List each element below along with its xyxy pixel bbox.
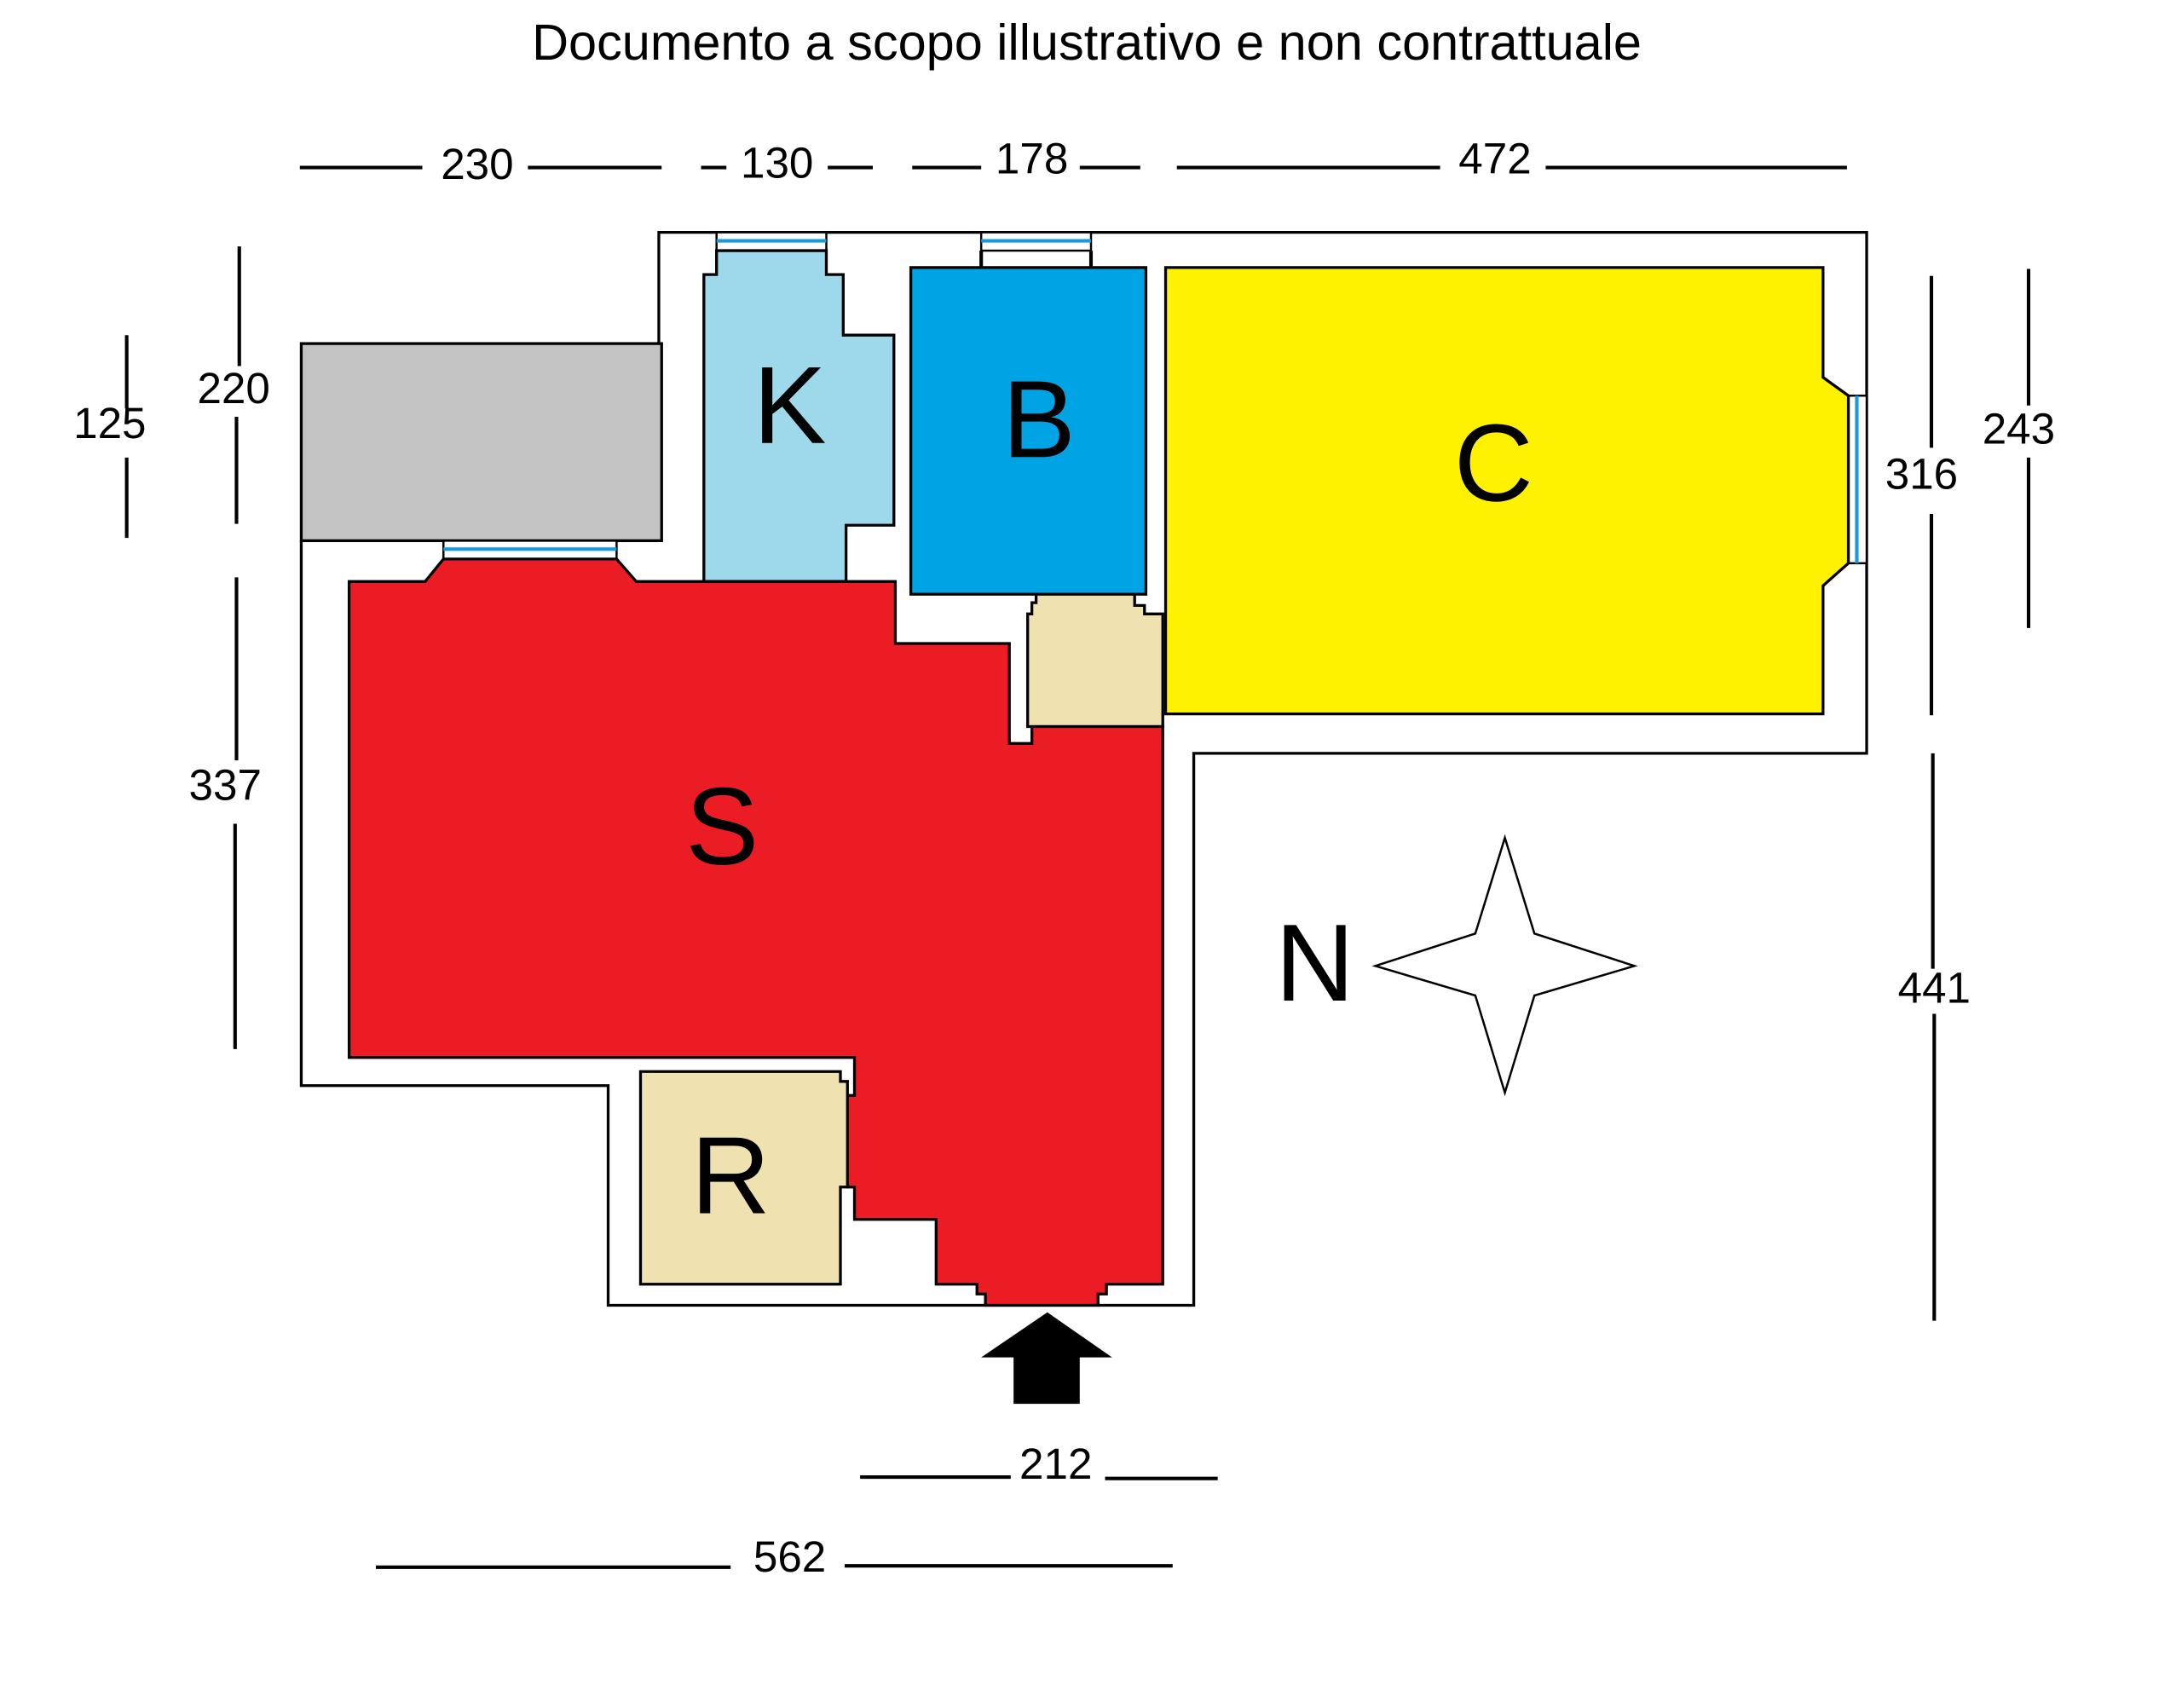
room-label-b: B (1002, 358, 1076, 481)
dimension-left-3: 337 (189, 761, 262, 810)
room-bedroom (1163, 266, 1850, 716)
dimension-bottom-2: 562 (753, 1532, 826, 1581)
room-label-k: K (753, 344, 827, 467)
dimension-left-1: 125 (73, 399, 146, 447)
window-kitchen (715, 231, 828, 252)
dimension-right-3: 441 (1898, 964, 1971, 1013)
room-label-c: C (1454, 401, 1533, 524)
room-bathroom (909, 266, 1148, 596)
dimension-right-1: 316 (1885, 450, 1958, 499)
window-living (442, 540, 618, 561)
room-storage (638, 1070, 849, 1286)
outer-wall (299, 230, 1868, 1307)
window-bathroom (979, 231, 1093, 252)
dimension-left-2: 220 (197, 364, 269, 413)
dimension-top-2: 130 (741, 138, 813, 187)
compass-label: N (1275, 902, 1354, 1024)
room-kitchen (702, 249, 896, 583)
room-label-r: R (691, 1114, 771, 1237)
compass-star-icon (1371, 834, 1638, 1097)
dimension-top-1: 230 (441, 140, 513, 188)
window-bedroom (1847, 395, 1868, 565)
arrow-up-icon (981, 1312, 1112, 1405)
dimension-top-4: 472 (1458, 135, 1531, 183)
gray-area (299, 342, 663, 543)
dimension-right-2: 243 (1983, 405, 2055, 453)
dimension-bottom-1: 212 (1019, 1440, 1092, 1488)
dimension-lines (124, 165, 2031, 1569)
disclaimer-title: Documento a scopo illustrativo e non con… (532, 14, 1642, 71)
room-closet (1026, 592, 1164, 729)
room-label-s: S (685, 765, 759, 888)
dimension-top-3: 178 (996, 135, 1068, 183)
